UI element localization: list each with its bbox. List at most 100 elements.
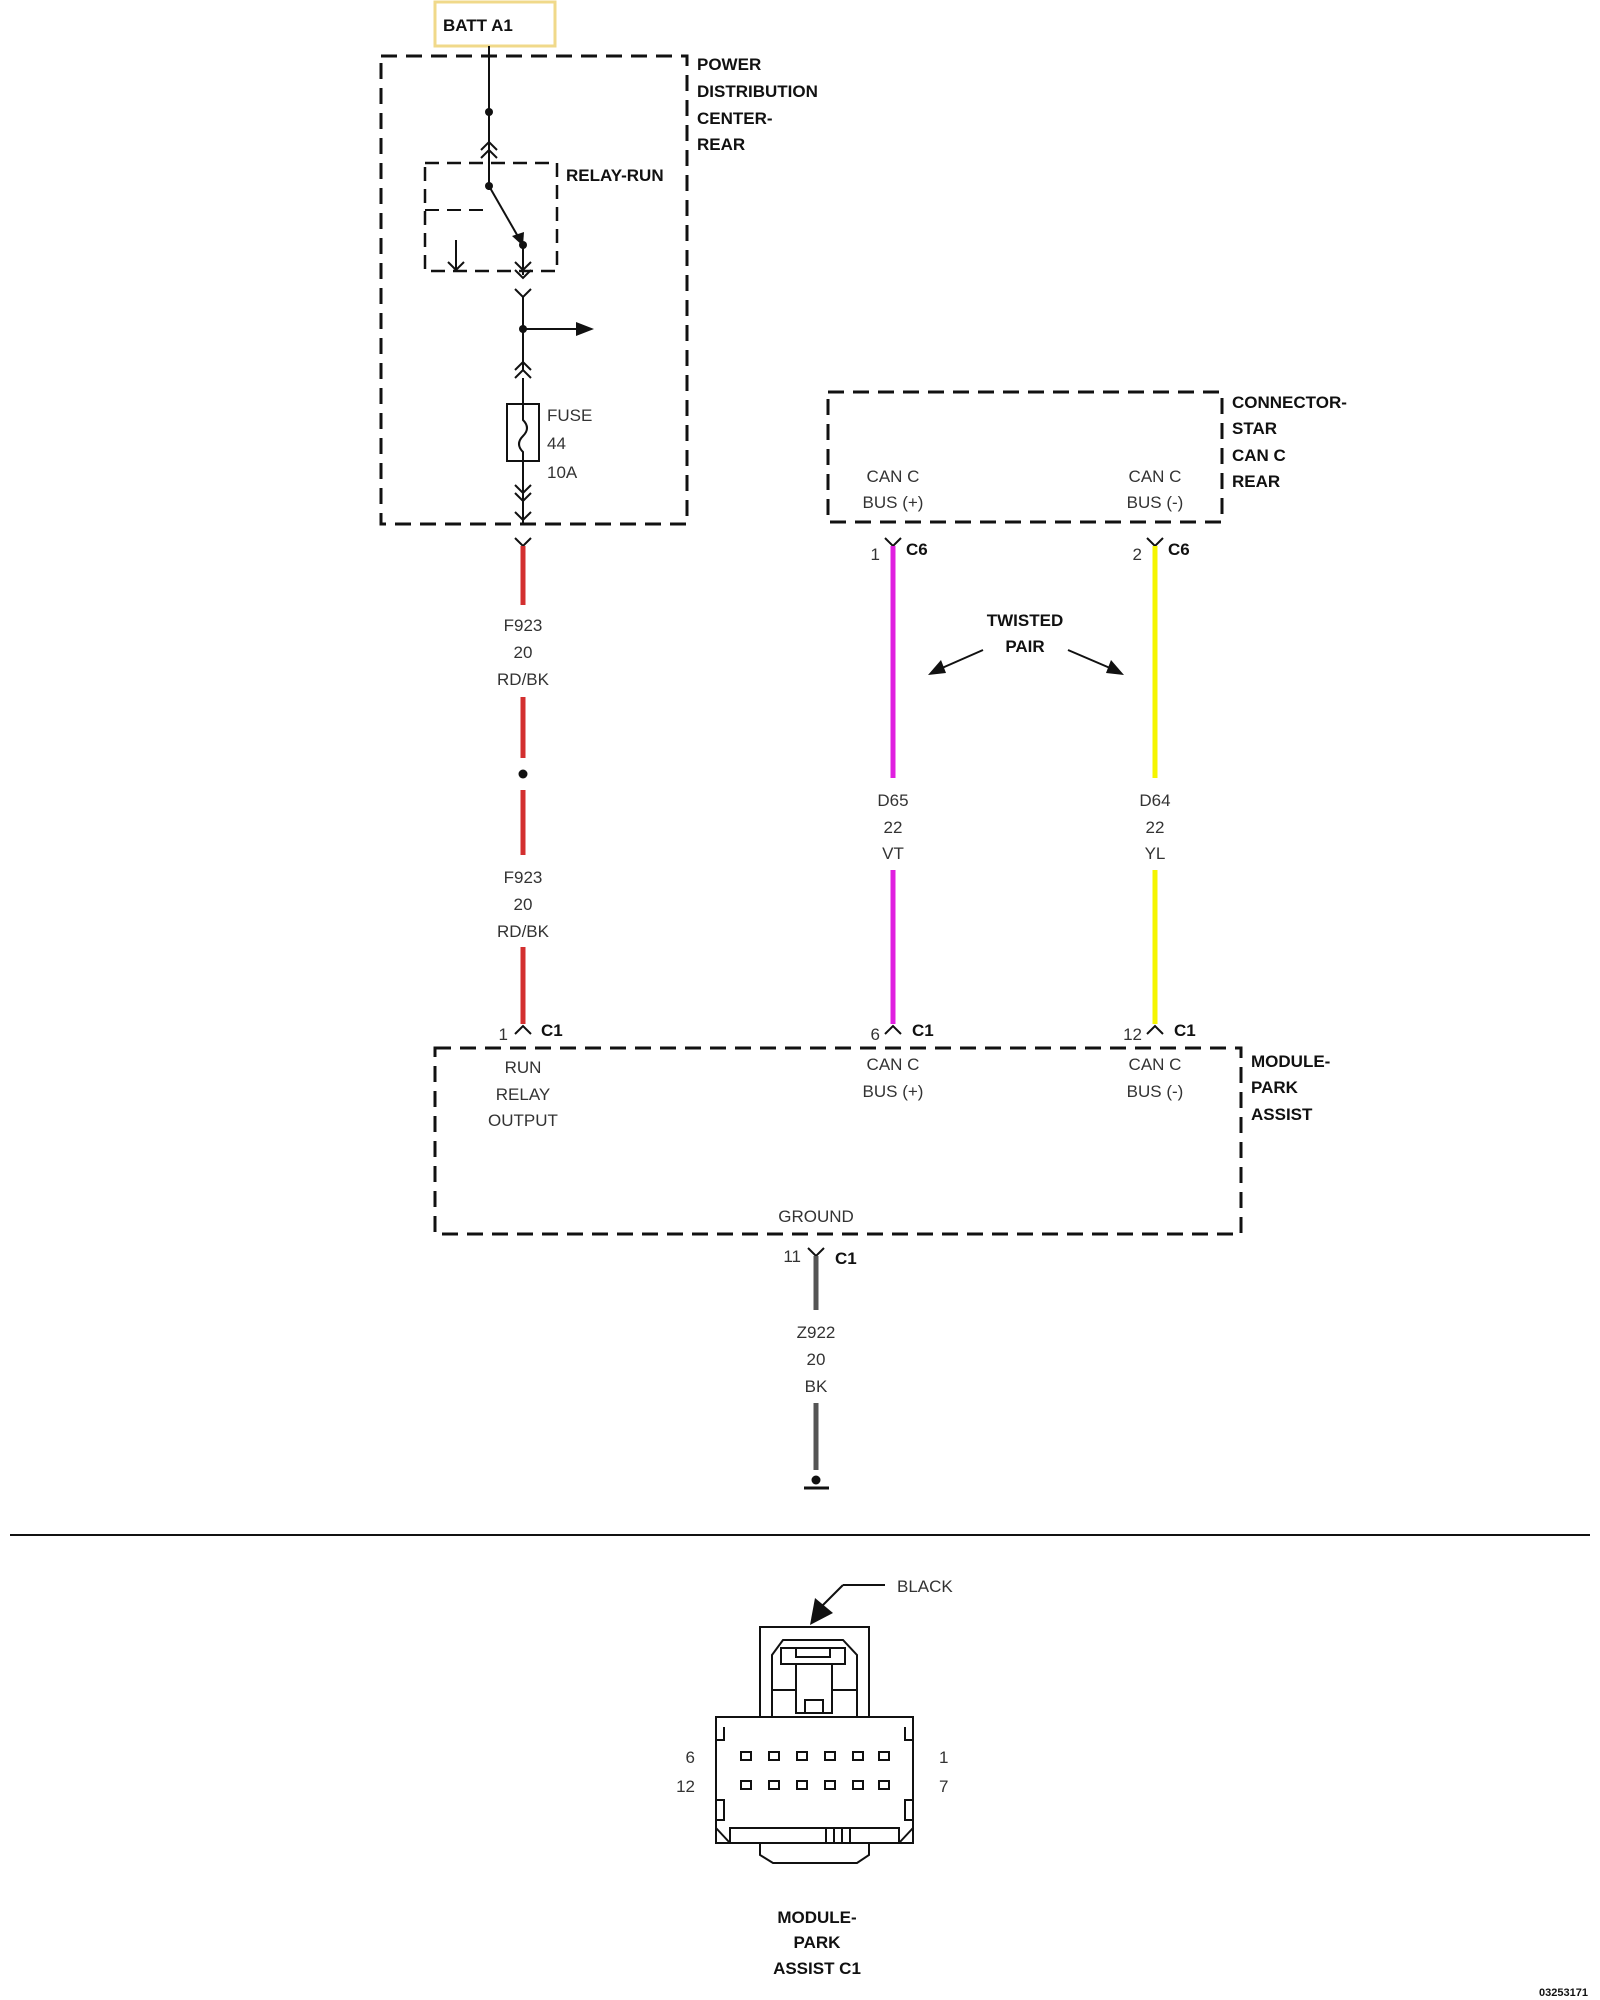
svg-text:44: 44 [547,434,566,453]
terminal-icon [514,1024,532,1035]
arrow-right-icon [576,322,594,336]
pointer-arrow-icon [810,1598,833,1625]
svg-text:20: 20 [807,1350,826,1369]
svg-text:DISTRIBUTION: DISTRIBUTION [697,82,818,101]
svg-text:D65: D65 [877,791,908,810]
module-title: MODULE- PARK ASSIST [1251,1052,1330,1124]
relay-coil-ground-icon [447,261,465,272]
wire-label-f923-lower: F923 20 RD/BK [497,868,550,941]
pin-number: 12 [1123,1025,1142,1044]
pin-number: 11 [783,1247,801,1266]
connector-color-label: BLACK [897,1577,953,1596]
svg-text:BUS (+): BUS (+) [863,1082,924,1101]
svg-text:CONNECTOR-: CONNECTOR- [1232,393,1347,412]
arrow-left-icon [941,649,984,669]
svg-text:ASSIST C1: ASSIST C1 [773,1959,861,1978]
svg-text:POWER: POWER [697,55,761,74]
terminal-icon [514,484,532,522]
fuse-label: FUSE 44 10A [547,406,592,482]
document-id: 03253171 [1539,1987,1588,1999]
terminal-icon [514,288,532,299]
svg-text:PARK: PARK [1251,1078,1299,1097]
svg-text:22: 22 [884,818,903,837]
terminal-icon [514,537,532,548]
svg-text:YL: YL [1145,844,1166,863]
svg-text:RD/BK: RD/BK [497,670,550,689]
wire-label-d64: D64 22 YL [1139,791,1170,863]
terminal-icon [884,1024,902,1035]
svg-text:VT: VT [882,844,904,863]
pin-number: 1 [939,1748,948,1767]
terminal-icon [807,1247,825,1258]
svg-text:BK: BK [805,1377,828,1396]
svg-text:F923: F923 [504,616,543,635]
module-pin1-label: RUN RELAY OUTPUT [488,1058,558,1130]
svg-text:20: 20 [514,895,533,914]
svg-text:REAR: REAR [697,135,745,154]
relay-switch-icon [488,185,521,241]
pdc-title: POWER DISTRIBUTION CENTER- REAR [697,55,818,154]
pin-number: 12 [676,1777,695,1796]
svg-text:OUTPUT: OUTPUT [488,1111,558,1130]
star-title: CONNECTOR- STAR CAN C REAR [1232,393,1347,491]
arrow-right-icon [1067,649,1111,669]
svg-text:CAN C: CAN C [1129,1055,1182,1074]
svg-text:RUN: RUN [505,1058,542,1077]
svg-text:CAN C: CAN C [867,1055,920,1074]
svg-text:F923: F923 [504,868,543,887]
star-connector-box [826,390,1224,524]
svg-text:ASSIST: ASSIST [1251,1105,1313,1124]
batt-box [433,0,557,48]
connector-label: C6 [906,540,928,559]
svg-text:20: 20 [514,643,533,662]
pin-number: 6 [871,1025,880,1044]
svg-text:CAN C: CAN C [1129,467,1182,486]
svg-text:22: 22 [1146,818,1165,837]
wire-label-z922: Z922 20 BK [797,1323,836,1396]
connector-label: C1 [835,1249,857,1268]
svg-text:D64: D64 [1139,791,1170,810]
connector-view-c1 [715,1584,914,1864]
connector-view-title: MODULE- PARK ASSIST C1 [773,1908,861,1978]
svg-text:Z922: Z922 [797,1323,836,1342]
terminal-icon [884,537,902,548]
relay-box [423,161,559,273]
splice-icon [518,769,528,779]
svg-text:PAIR: PAIR [1005,637,1044,656]
pin-number: 1 [499,1025,508,1044]
svg-text:10A: 10A [547,463,578,482]
wire-label-d65: D65 22 VT [877,791,908,863]
pdc-box [379,54,689,526]
terminal-icon [514,360,532,379]
star-pin1-label: CAN C BUS (+) [863,467,924,512]
connector-label: C6 [1168,540,1190,559]
terminal-icon [480,140,498,159]
module-ground-label: GROUND [778,1207,854,1226]
terminal-icon [1146,537,1164,548]
relay-label: RELAY-RUN [566,166,664,185]
svg-text:PARK: PARK [794,1933,842,1952]
twisted-pair-label: TWISTED PAIR [987,611,1064,656]
svg-text:TWISTED: TWISTED [987,611,1064,630]
svg-text:REAR: REAR [1232,472,1280,491]
batt-label: BATT A1 [443,16,513,35]
pin-number: 1 [871,545,880,564]
svg-text:BUS (-): BUS (-) [1127,1082,1184,1101]
terminal-icon [1146,1024,1164,1035]
ground-icon [811,1475,821,1485]
module-pin12-label: CAN C BUS (-) [1127,1055,1184,1101]
pin-number: 6 [686,1748,695,1767]
svg-text:MODULE-: MODULE- [777,1908,856,1927]
connector-label: C1 [541,1021,563,1040]
module-pin6-label: CAN C BUS (+) [863,1055,924,1101]
star-pin2-label: CAN C BUS (-) [1127,467,1184,512]
svg-text:RELAY: RELAY [496,1085,551,1104]
svg-text:FUSE: FUSE [547,406,592,425]
connector-label: C1 [1174,1021,1196,1040]
svg-text:STAR: STAR [1232,419,1277,438]
svg-text:CENTER-: CENTER- [697,109,773,128]
wire-label-f923-upper: F923 20 RD/BK [497,616,550,689]
terminal-icon [514,261,532,280]
svg-text:RD/BK: RD/BK [497,922,550,941]
